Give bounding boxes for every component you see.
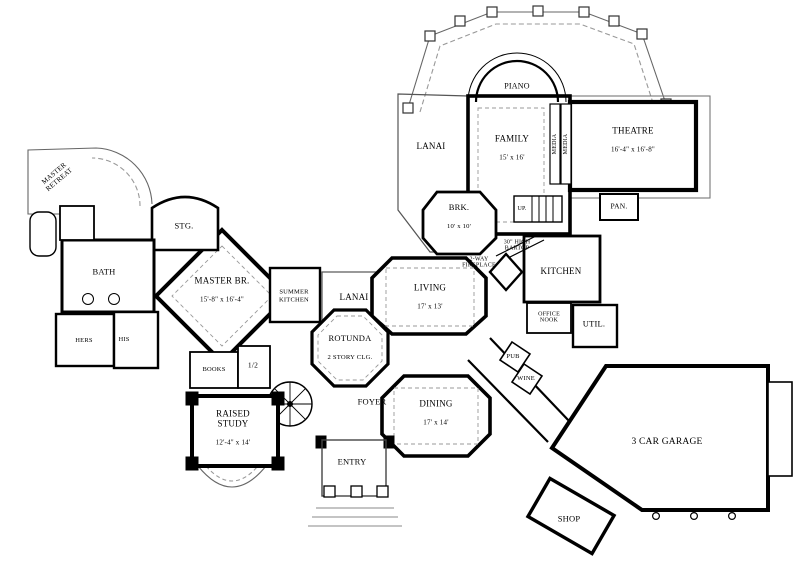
master-wing [29, 195, 291, 389]
living-wing [268, 190, 524, 336]
retreat-deck-outline [27, 147, 153, 215]
porch-pillar [486, 6, 498, 18]
wc-walls [59, 205, 95, 241]
half-bath-walls [237, 345, 271, 389]
south-wing [185, 374, 492, 498]
kitchen-walls [522, 234, 602, 304]
gallery-wall [467, 359, 549, 443]
stg-walls [150, 195, 220, 252]
entry-column [376, 485, 389, 498]
wine-walls [510, 362, 544, 396]
master-br-ceiling-dashed [171, 245, 273, 347]
porch-pillar [402, 102, 414, 114]
study-bay-outline [197, 465, 267, 488]
porch-pillar [636, 28, 648, 40]
entry-column [323, 485, 336, 498]
entry-pier [315, 435, 327, 449]
stairs-box [513, 195, 563, 223]
study-pier [271, 391, 285, 406]
dining-walls [380, 374, 492, 458]
study-pier [185, 391, 199, 406]
dining-ceiling-dashed [393, 387, 479, 445]
spiral-stair-post [287, 401, 293, 407]
entry-column [350, 485, 363, 498]
bath-sink [108, 293, 120, 305]
theatre-walls [567, 99, 699, 193]
north-bay-porch-inner [419, 23, 655, 113]
study-pier [185, 456, 199, 471]
retreat-deck-inner [91, 157, 141, 207]
shop-walls [525, 476, 617, 556]
office-nook-walls [526, 302, 572, 334]
piano-arc-outer [467, 52, 567, 103]
study-pier [271, 456, 285, 471]
media-closet-a [549, 103, 561, 185]
kitchen-wing [495, 193, 639, 396]
his-closet-walls [112, 310, 160, 370]
living-walls [370, 256, 488, 336]
study-bay-inner [205, 465, 259, 482]
north-bay-porch-outline [407, 11, 667, 109]
porch-pillar [532, 5, 544, 17]
living-ceiling-dashed [385, 267, 475, 327]
media-closet-b [560, 103, 572, 185]
stair-treads [531, 196, 554, 222]
porch-pillar [454, 15, 466, 27]
porch-pillar [608, 15, 620, 27]
garage-walls [549, 364, 770, 512]
rotunda-ceiling-dashed [317, 315, 383, 381]
porch-pillar [424, 30, 436, 42]
entry-pier [383, 435, 395, 449]
family-ceiling-dashed [477, 107, 545, 223]
entry-steps [308, 507, 402, 527]
bath-walls [60, 238, 156, 314]
brk-walls [421, 190, 498, 256]
garage-post [651, 511, 660, 520]
piano-arc [474, 59, 560, 103]
fireplace [488, 252, 524, 292]
bath-sink [82, 293, 94, 305]
tub [29, 211, 57, 257]
raised-study-walls [190, 394, 280, 468]
rotunda-walls [310, 308, 390, 388]
center-core [267, 308, 390, 427]
util-walls [571, 303, 619, 349]
porch-pillar [578, 6, 590, 18]
garage-post [689, 511, 698, 520]
garage-block [525, 364, 793, 556]
garage-right-bay [767, 381, 793, 477]
books-nook-walls [189, 351, 239, 389]
pantry-walls [599, 193, 639, 221]
hers-closet-walls [54, 312, 116, 368]
summer-kitchen-walls [268, 266, 322, 324]
garage-post [727, 511, 736, 520]
